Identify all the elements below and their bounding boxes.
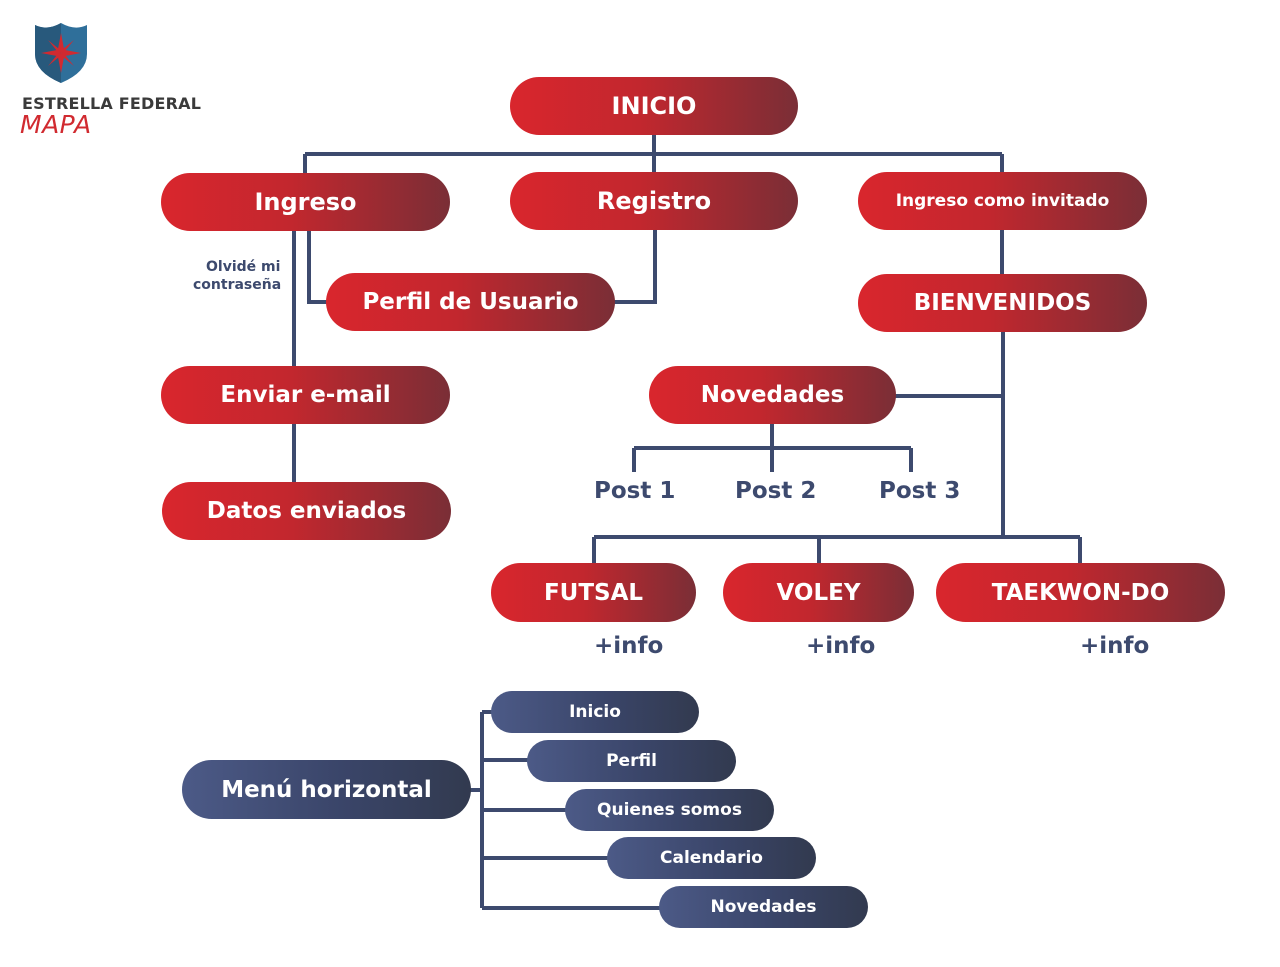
- node-taekwondo[interactable]: TAEKWON-DO: [936, 563, 1225, 622]
- info-voley-link[interactable]: +info: [806, 633, 876, 659]
- node-voley[interactable]: VOLEY: [723, 563, 914, 622]
- forgot-password-label-line1[interactable]: Olvidé mi: [206, 259, 281, 275]
- menu-item-inicio[interactable]: Inicio: [491, 691, 699, 733]
- forgot-password-label-line2[interactable]: contraseña: [193, 277, 282, 293]
- shield-logo-icon: [35, 23, 87, 83]
- node-invitado[interactable]: Ingreso como invitado: [858, 172, 1147, 230]
- brand-subtitle: MAPA: [20, 110, 92, 139]
- node-datos-enviados[interactable]: Datos enviados: [162, 482, 451, 540]
- info-futsal-link[interactable]: +info: [594, 633, 664, 659]
- connector-inicio: [303, 133, 1004, 174]
- node-bienvenidos[interactable]: BIENVENIDOS: [858, 274, 1147, 332]
- connector-ingreso-perfil: [307, 229, 330, 304]
- connector-menu: [470, 710, 663, 910]
- node-perfil-usuario[interactable]: Perfil de Usuario: [326, 273, 615, 331]
- menu-item-perfil[interactable]: Perfil: [527, 740, 736, 782]
- connector-novedades-posts: [632, 423, 913, 472]
- node-ingreso[interactable]: Ingreso: [161, 173, 450, 231]
- connector-registro-perfil: [612, 229, 657, 304]
- node-enviar-email[interactable]: Enviar e-mail: [161, 366, 450, 424]
- post-1-label[interactable]: Post 1: [594, 478, 676, 504]
- post-3-label[interactable]: Post 3: [879, 478, 961, 504]
- node-inicio[interactable]: INICIO: [510, 77, 798, 135]
- menu-item-calendario[interactable]: Calendario: [607, 837, 816, 879]
- connector-bienvenidos-trunk: [893, 330, 1005, 537]
- post-2-label[interactable]: Post 2: [735, 478, 817, 504]
- connector-sports: [592, 535, 1082, 565]
- node-novedades[interactable]: Novedades: [649, 366, 896, 424]
- brand-name: ESTRELLA FEDERAL: [22, 94, 202, 113]
- info-taekwondo-link[interactable]: +info: [1080, 633, 1150, 659]
- menu-horizontal-node[interactable]: Menú horizontal: [182, 760, 471, 819]
- menu-item-novedades[interactable]: Novedades: [659, 886, 868, 928]
- node-registro[interactable]: Registro: [510, 172, 798, 230]
- node-futsal[interactable]: FUTSAL: [491, 563, 696, 622]
- menu-item-quienes-somos[interactable]: Quienes somos: [565, 789, 774, 831]
